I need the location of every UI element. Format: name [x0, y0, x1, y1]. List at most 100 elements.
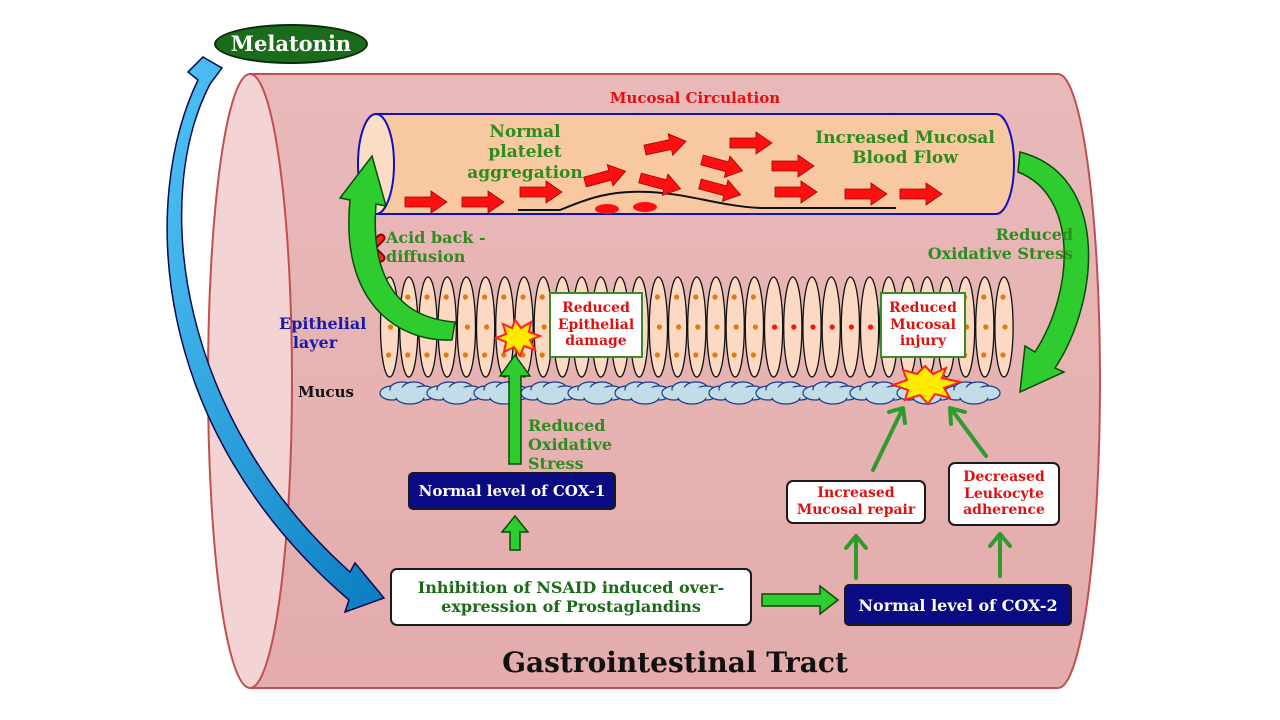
- cell-nucleus: [501, 294, 507, 300]
- flow-arrow-icon: [899, 182, 943, 206]
- cell-nucleus: [829, 324, 835, 330]
- cell-nucleus: [388, 324, 394, 330]
- cell-nucleus: [750, 294, 757, 300]
- cell-nucleus: [462, 352, 468, 358]
- mucosal-repair-text: Increased Mucosal repair: [796, 485, 916, 518]
- acid-back-diffusion-label: Acid back - diffusion: [386, 228, 486, 267]
- platelet-line: [518, 190, 896, 211]
- flow-arrow-icon: [519, 180, 563, 204]
- mucus-blob: [849, 381, 907, 405]
- cell-nucleus: [693, 352, 699, 358]
- cell-nucleus: [674, 294, 680, 300]
- cell-nucleus: [712, 294, 718, 300]
- cell-nucleus: [654, 294, 661, 300]
- melatonin-arrow: [166, 56, 386, 614]
- acid-diffusion-arrow: [338, 154, 456, 341]
- cell-nucleus: [981, 352, 987, 358]
- cell-nucleus: [810, 324, 816, 330]
- mucus-blob: [520, 381, 578, 405]
- reduced-mucosal-injury-box: Reduced Mucosal injury: [880, 292, 966, 358]
- cell-nucleus: [981, 294, 987, 300]
- mucus-blob: [426, 381, 484, 405]
- starburst-icon: [493, 317, 543, 359]
- cell-nucleus: [405, 352, 411, 358]
- mucus-label: Mucus: [298, 383, 354, 401]
- mucosal-repair-box: Increased Mucosal repair: [786, 480, 926, 524]
- cell-nucleus: [386, 352, 392, 358]
- cell-nucleus: [712, 352, 718, 358]
- flow-arrow-icon: [638, 172, 682, 196]
- leukocyte-text: Decreased Leukocyte adherence: [963, 468, 1045, 519]
- cell-nucleus: [424, 294, 430, 300]
- flow-arrow-icon: [700, 154, 744, 178]
- mucosal-circulation-title: Mucosal Circulation: [609, 89, 781, 107]
- cell-nucleus: [693, 294, 699, 300]
- cell-nucleus: [752, 324, 759, 330]
- cell-nucleus: [520, 294, 526, 300]
- inhibition-box: Inhibition of NSAID induced over-express…: [390, 568, 752, 626]
- cell-nucleus: [443, 294, 449, 300]
- leukocyte-box: Decreased Leukocyte adherence: [948, 462, 1060, 526]
- cell-nucleus: [539, 294, 545, 300]
- cell-nucleus: [654, 352, 661, 358]
- reduced-oxidative-stress-mid: Reduced Oxidative Stress: [528, 416, 613, 474]
- inhibition-text: Inhibition of NSAID induced over-express…: [417, 577, 725, 616]
- blood-flow-label: Increased Mucosal Blood Flow: [815, 128, 995, 169]
- flow-arrow-icon: [698, 178, 742, 202]
- cox1-up-arrow: [498, 353, 532, 465]
- mucus-blob: [802, 381, 860, 405]
- cox1-box: Normal level of COX-1: [408, 472, 616, 510]
- tract-opening: [207, 73, 293, 689]
- cell-nucleus: [1002, 324, 1008, 330]
- oxidative-stress-arrow-right: [1017, 151, 1090, 394]
- cell-nucleus: [1000, 352, 1006, 358]
- cell-nucleus: [464, 324, 470, 330]
- cell-nucleus: [983, 324, 989, 330]
- cell-nucleus: [791, 324, 797, 330]
- cell-nucleus: [443, 352, 449, 358]
- cell-nucleus: [1000, 294, 1006, 300]
- cell-nucleus: [405, 294, 411, 300]
- cox2-up-arrows: [844, 406, 1012, 580]
- epithelial-layer-label: Epithelial layer: [279, 314, 367, 353]
- cell-nucleus: [501, 352, 507, 358]
- flow-arrow-icon: [404, 190, 448, 214]
- cell-nucleus: [750, 352, 757, 358]
- platelet-icon: [633, 202, 657, 212]
- cell-nucleus: [462, 294, 468, 300]
- cell-nucleus: [424, 352, 430, 358]
- cox2-box: Normal level of COX-2: [844, 584, 1072, 626]
- cell-nucleus: [695, 324, 701, 330]
- melatonin-label: Melatonin: [214, 24, 368, 64]
- flow-arrows: [404, 131, 943, 214]
- flow-arrow-icon: [583, 164, 627, 188]
- cell-nucleus: [733, 324, 739, 330]
- flow-arrow-icon: [643, 133, 687, 157]
- cell-nucleus: [714, 324, 720, 330]
- flow-arrow-icon: [461, 190, 505, 214]
- reduced-epithelial-damage-text: Reduced Epithelial damage: [557, 299, 635, 350]
- cell-nucleus: [772, 324, 778, 330]
- cell-nucleus: [484, 324, 490, 330]
- cell-nucleus: [731, 294, 737, 300]
- mucus-blob: [943, 381, 1001, 405]
- platelet-icon: [595, 204, 619, 214]
- tract-body: [249, 73, 1101, 689]
- inhibition-up-arrow: [500, 514, 530, 551]
- flow-arrow-icon: [844, 182, 888, 206]
- cell-nucleus: [731, 352, 737, 358]
- cell-nucleus: [656, 324, 663, 330]
- cell-nucleus: [676, 324, 682, 330]
- cell-nucleus: [848, 324, 855, 330]
- cell-nucleus: [541, 324, 547, 330]
- flow-arrow-icon: [729, 131, 773, 155]
- cell-nucleus: [482, 294, 488, 300]
- reduced-epithelial-damage-box: Reduced Epithelial damage: [549, 292, 643, 358]
- starburst-icon: [889, 364, 964, 406]
- cox1-text: Normal level of COX-1: [418, 482, 606, 500]
- cell-nucleus: [539, 352, 545, 358]
- inhibition-right-arrow: [761, 584, 840, 616]
- cell-nucleus: [482, 352, 488, 358]
- flow-arrow-icon: [774, 180, 818, 204]
